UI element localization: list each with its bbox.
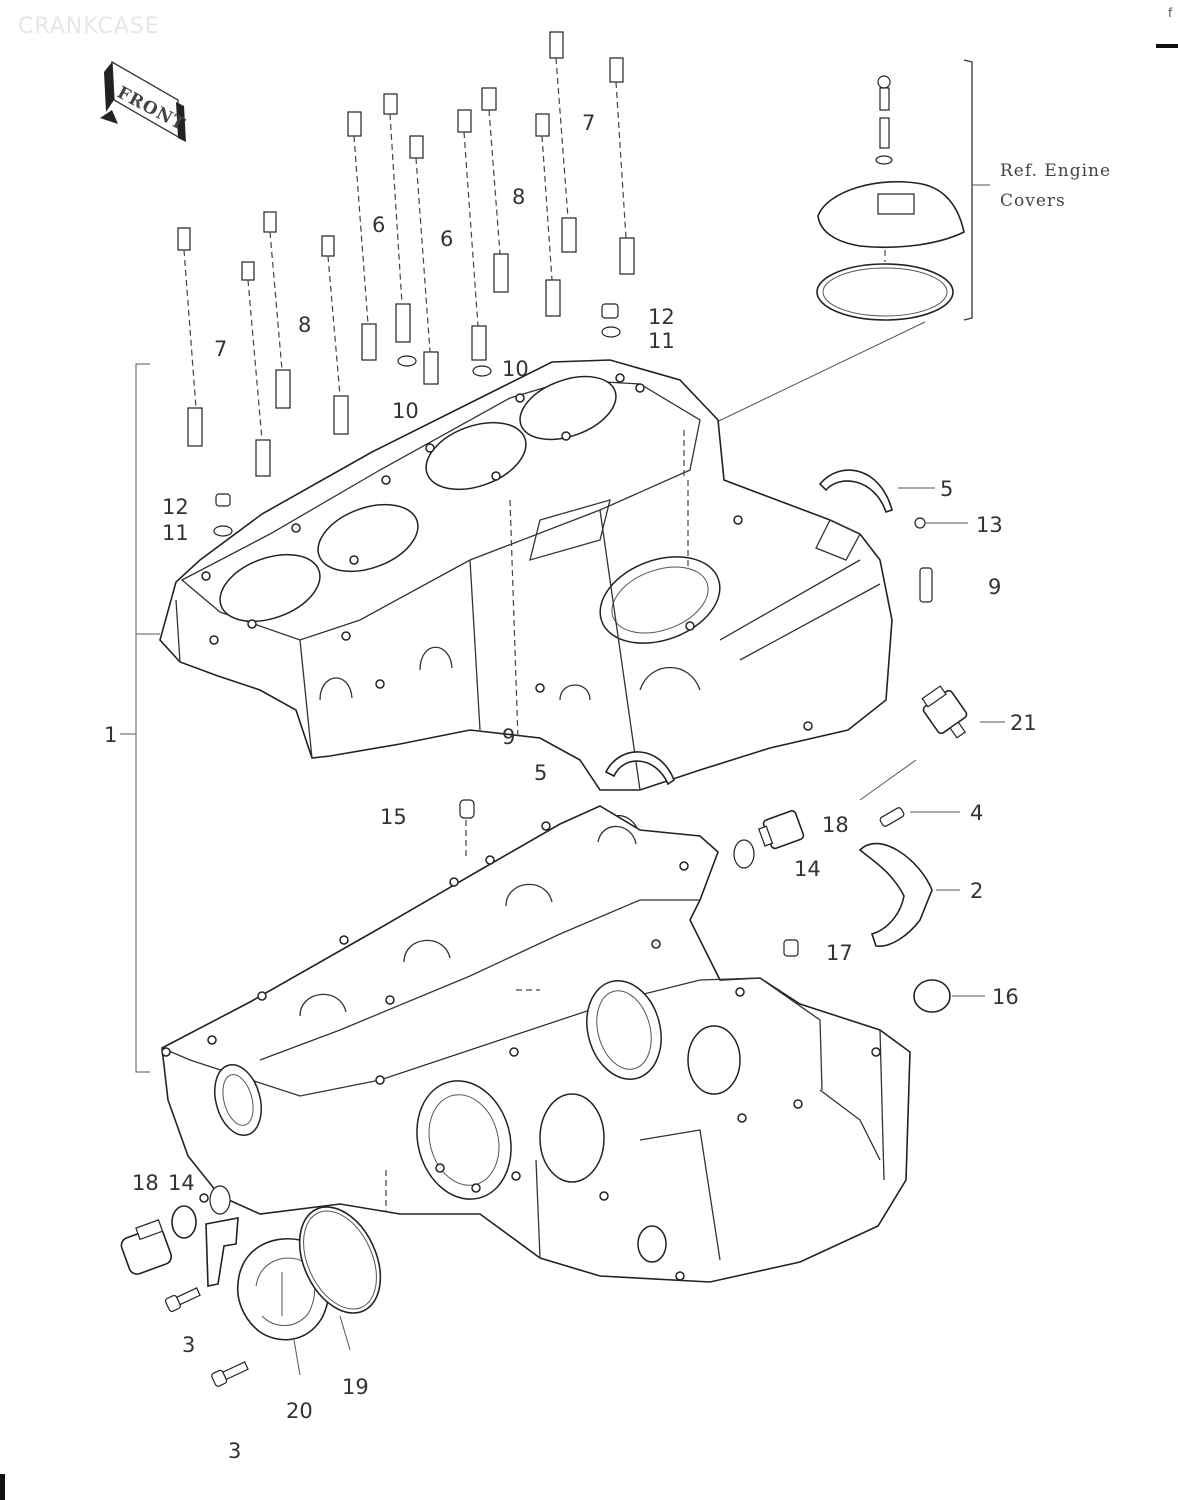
reference-note-line2: Covers: [1000, 191, 1066, 211]
left-edge-bar: [0, 1474, 5, 1500]
callout-3b: 3: [228, 1439, 241, 1463]
right-side-parts: [459, 469, 1005, 1013]
callout-14b: 14: [168, 1171, 195, 1195]
callout-8a: 8: [298, 313, 311, 337]
callout-12a: 12: [648, 305, 675, 329]
callout-12b: 12: [162, 495, 189, 519]
callout-20: 20: [286, 1399, 313, 1423]
reference-note-line1: Ref. Engine: [1000, 161, 1111, 181]
callout-5b: 5: [534, 761, 547, 785]
callout-19: 19: [342, 1375, 369, 1399]
leader-lines: [120, 363, 540, 1212]
bottom-left-parts: [120, 1185, 382, 1387]
callout-14a: 14: [794, 857, 821, 881]
callout-4: 4: [970, 801, 983, 825]
callout-5a: 5: [940, 477, 953, 501]
callout-16: 16: [992, 985, 1019, 1009]
callout-13: 13: [976, 513, 1003, 537]
callout-11a: 11: [648, 329, 675, 353]
breather-cover-assembly: [699, 75, 965, 431]
lower-crankcase-half: [161, 805, 911, 1283]
callout-10b: 10: [502, 357, 529, 381]
cylinder-studs: [177, 31, 635, 537]
corner-bar: [1156, 44, 1178, 48]
callout-18b: 18: [132, 1171, 159, 1195]
callout-15: 15: [380, 805, 407, 829]
callout-10a: 10: [392, 399, 419, 423]
callout-8b: 8: [512, 185, 525, 209]
callout-6b: 6: [440, 227, 453, 251]
callout-18a: 18: [822, 813, 849, 837]
callout-1: 1: [104, 723, 117, 747]
callout-3a: 3: [182, 1333, 195, 1357]
callout-7b: 7: [582, 111, 595, 135]
callout-17: 17: [826, 941, 853, 965]
callout-6a: 6: [372, 213, 385, 237]
callout-9a: 9: [988, 575, 1001, 599]
watermark-title: CRANKCASE: [18, 14, 160, 39]
callout-7a: 7: [214, 337, 227, 361]
callout-11b: 11: [162, 521, 189, 545]
reference-bracket: Ref. Engine Covers: [963, 59, 1111, 321]
upper-crankcase-half: [159, 359, 893, 791]
callout-9b: 9: [502, 725, 515, 749]
callout-21: 21: [1010, 711, 1037, 735]
callout-2: 2: [970, 879, 983, 903]
corner-mark: f: [1168, 6, 1173, 20]
callout-labels: 1 2 3 3 4 5 5 6 6 7 7 8 8 9 9 10 10 11 1…: [104, 111, 1037, 1463]
front-direction-badge: FRONT: [100, 60, 189, 142]
